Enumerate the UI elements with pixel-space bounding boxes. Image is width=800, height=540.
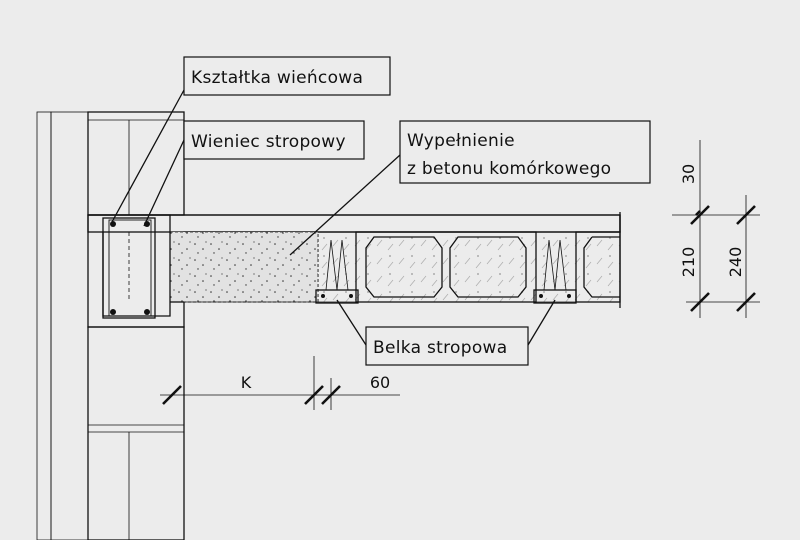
dim-block-height: 210	[679, 247, 698, 278]
label-ring-block-text: Kształtka wieńcowa	[191, 68, 363, 88]
wall-insulation	[50, 111, 89, 540]
label-fill-line1: Wypełnienie	[407, 131, 515, 151]
rebar	[110, 309, 116, 315]
label-ring-beam: Wieniec stropowy	[183, 120, 365, 160]
dim-support-length: K	[241, 373, 252, 392]
leaders	[111, 89, 556, 346]
ring-beam	[88, 214, 171, 319]
dim-total-height: 240	[726, 247, 745, 278]
wall-masonry-upper	[87, 111, 185, 216]
label-beam-text: Belka stropowa	[373, 338, 507, 358]
ring-beam-core	[102, 217, 156, 319]
beam-1	[315, 239, 359, 304]
label-ring-block: Kształtka wieńcowa	[183, 56, 391, 96]
label-fill: Wypełnienie z betonu komórkowego	[399, 120, 651, 184]
slab	[87, 214, 621, 328]
label-fill-line2: z betonu komórkowego	[407, 159, 611, 179]
rebar	[110, 221, 116, 227]
dim-slab-top: 30	[679, 164, 698, 184]
slab-topping	[87, 214, 621, 233]
wall-masonry-lower	[87, 326, 185, 540]
dim-support-extra: 60	[370, 373, 390, 392]
rebar	[144, 309, 150, 315]
hollow-blocks	[355, 231, 621, 303]
vertical-dimensions: 30 210 240	[672, 140, 760, 318]
horizontal-dimensions: K 60	[160, 356, 400, 410]
wall-plaster	[36, 111, 52, 540]
label-ring-beam-text: Wieniec stropowy	[191, 132, 346, 152]
hollow-block	[355, 231, 537, 303]
wall	[36, 111, 185, 540]
label-beam: Belka stropowa	[365, 326, 529, 366]
